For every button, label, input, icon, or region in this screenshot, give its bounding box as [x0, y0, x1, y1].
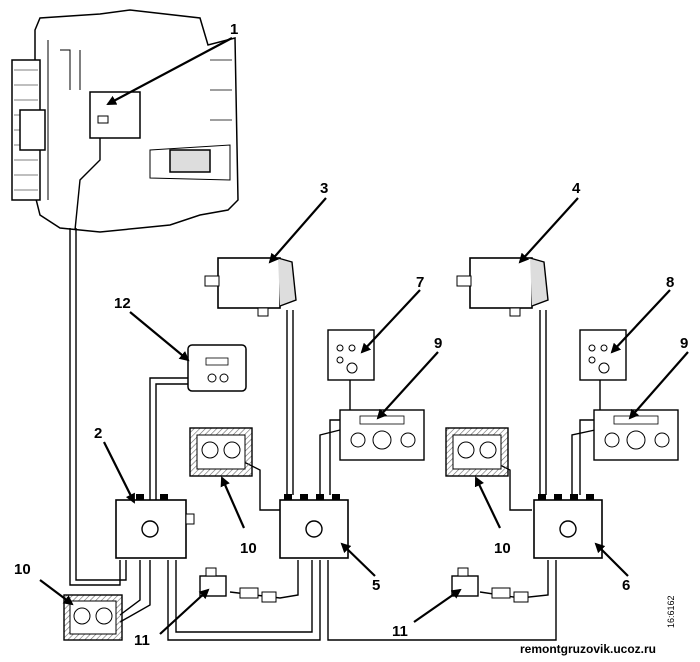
control-panel-12	[187, 344, 247, 392]
figure-code: 16:6162	[666, 595, 676, 628]
instrument-panel-9b	[593, 409, 679, 461]
control-unit-5	[279, 494, 349, 559]
gauge-10c	[63, 594, 123, 641]
callout-1: 1	[230, 21, 238, 38]
switch-panel-8	[579, 329, 627, 381]
callout-11a: 11	[134, 632, 150, 649]
callout-4: 4	[572, 180, 581, 197]
callout-7: 7	[416, 274, 424, 291]
callout-9a: 9	[434, 335, 442, 352]
instrument-panel-9a	[339, 409, 425, 461]
watermark-text: remontgruzovik.ucoz.ru	[520, 642, 656, 656]
gauge-10a	[189, 427, 253, 477]
switch-panel-7	[327, 329, 375, 381]
control-unit-6	[533, 494, 603, 559]
callout-10c: 10	[14, 561, 31, 578]
callout-10a: 10	[240, 540, 257, 557]
callout-3: 3	[320, 180, 328, 197]
callout-2: 2	[94, 425, 102, 442]
heater-unit-4	[456, 257, 549, 317]
heater-unit-3	[204, 257, 297, 317]
callout-8: 8	[666, 274, 674, 291]
engine-control-unit	[89, 91, 141, 139]
wire-harness	[69, 138, 601, 641]
callout-6: 6	[622, 577, 630, 594]
valve-11b	[451, 567, 529, 603]
gauge-10b	[445, 427, 509, 477]
leader-arrows	[39, 37, 689, 635]
callout-5: 5	[372, 577, 380, 594]
valve-11a	[199, 567, 277, 603]
callout-9b: 9	[680, 335, 688, 352]
callout-10b: 10	[494, 540, 511, 557]
callout-11b: 11	[392, 623, 408, 640]
callout-12: 12	[114, 295, 131, 312]
control-unit-2	[115, 494, 195, 559]
